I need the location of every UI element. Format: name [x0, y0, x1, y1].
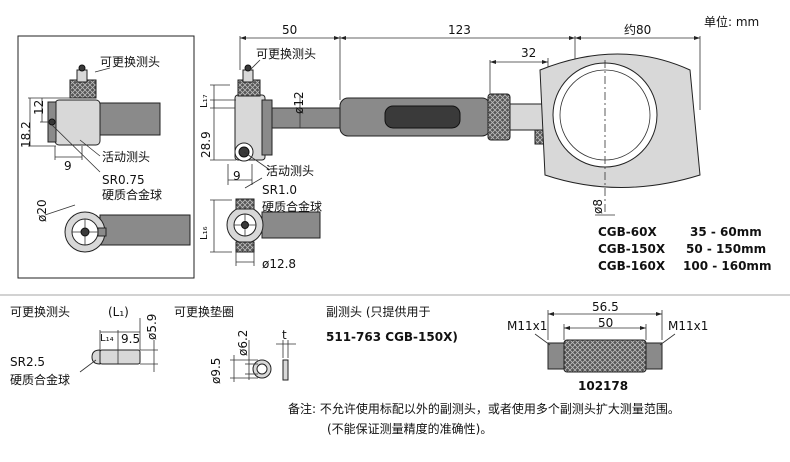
dim-phi8: ø8: [591, 199, 605, 214]
model-1: CGB-60X: [598, 225, 657, 239]
model-2: CGB-150X: [598, 242, 666, 256]
dim-28-9: 28.9: [199, 131, 213, 158]
main-sr10: SR1.0: [262, 183, 298, 197]
aux-m11-right: M11x1: [668, 319, 709, 333]
dim-phi12-8: ø12.8: [262, 257, 297, 271]
detail-active-probe-label: 活动测头: [102, 150, 151, 164]
model-1-range: 35 - 60mm: [690, 225, 762, 239]
detail-panel-frame: [17, 35, 195, 279]
washer-title: 可更换垫圈: [174, 305, 235, 319]
dim-l16: L₁₆: [199, 226, 210, 240]
note-line-1: 备注: 不允许使用标配以外的副测头，或者使用多个副测头扩大测量范围。: [288, 402, 680, 416]
main-gauge: [234, 53, 701, 215]
bottom-washer: [252, 359, 289, 381]
washer-phi9-5: ø9.5: [209, 357, 223, 384]
bottom-probe-title: 可更换测头: [10, 305, 71, 319]
dim-l17: L₁₇: [199, 94, 210, 108]
bottom-dim-9-5: 9.5: [121, 332, 141, 346]
detail-carbide-ball: 硬质合金球: [102, 188, 163, 202]
detail-dim-9: 9: [64, 159, 72, 173]
bottom-carbide-ball: 硬质合金球: [10, 373, 71, 387]
model-3: CGB-160X: [598, 259, 666, 273]
dim-123: 123: [448, 23, 471, 37]
note-line-2: (不能保证测量精度的准确性)。: [327, 422, 493, 436]
bottom-phi5-9: ø5.9: [145, 313, 159, 340]
model-2-range: 50 - 150mm: [686, 242, 767, 256]
aux-probe: [547, 339, 663, 373]
bottom-l1: (L₁): [108, 305, 129, 319]
dim-50: 50: [282, 23, 298, 37]
washer-t: t: [282, 328, 287, 342]
main-probe-label: 可更换测头: [256, 47, 317, 61]
main-carbide-ball: 硬质合金球: [262, 200, 323, 214]
washer-phi6-2: ø6.2: [236, 329, 250, 356]
detail-phi20: ø20: [35, 199, 49, 222]
detail-dim-12: 12: [32, 99, 46, 115]
detail-probe-label: 可更换测头: [100, 55, 161, 69]
dim-about80: 约80: [624, 23, 652, 37]
model-3-range: 100 - 160mm: [683, 259, 772, 273]
detail-dim-18-2: 18.2: [19, 121, 33, 148]
detail-sr075: SR0.75: [102, 173, 145, 187]
bottom-sr25: SR2.5: [10, 355, 46, 369]
aux-part-no: 102178: [578, 379, 629, 393]
bottom-l14: L₁₄: [100, 333, 114, 344]
unit-label: 单位: mm: [704, 15, 760, 29]
main-probe-front: [226, 198, 321, 253]
main-dim-9: 9: [233, 169, 241, 183]
aux-model: 511-763 CGB-150X): [326, 330, 458, 344]
detail-probe-head-side: [47, 64, 161, 146]
bottom-probe: [91, 349, 141, 365]
dim-32: 32: [521, 46, 537, 60]
aux-dim-50: 50: [598, 316, 614, 330]
aux-dim-56-5: 56.5: [592, 300, 619, 314]
aux-title: 副测头 (只提供用于: [326, 305, 431, 319]
main-active-probe-label: 活动测头: [266, 164, 315, 178]
detail-probe-head-front: [64, 211, 191, 253]
aux-m11-left: M11x1: [507, 319, 548, 333]
dim-phi12: ø12: [292, 91, 306, 114]
